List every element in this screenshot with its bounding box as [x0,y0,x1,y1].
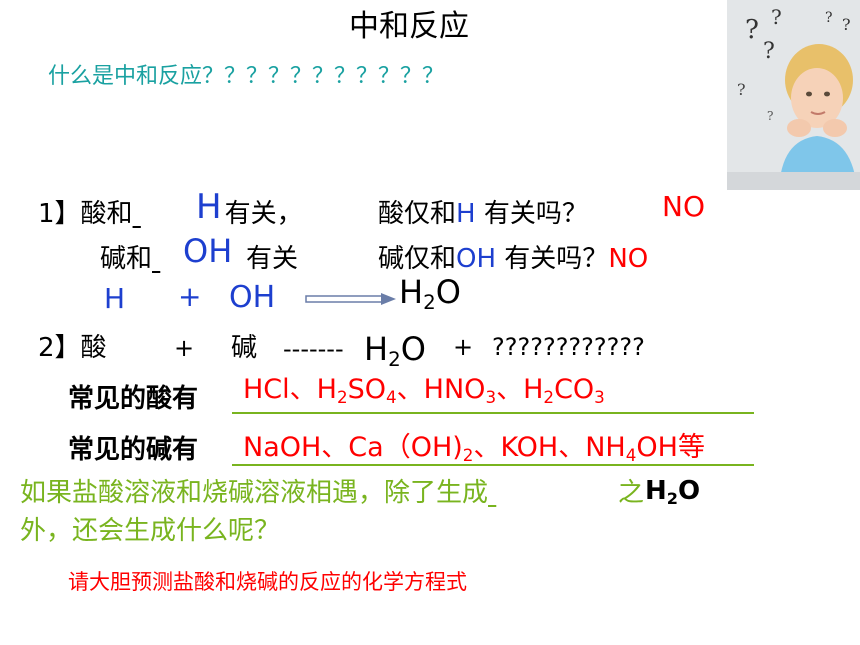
acid-hcl-h: HCl、H [243,374,337,405]
svg-text:?: ? [842,15,851,34]
common-acids-list: HCl、H2SO4、HNO3、H2CO3 [243,376,605,406]
base-oh: OH [636,432,678,463]
svg-text:?: ? [771,5,782,29]
question2-suffix: 之 [618,478,645,508]
base-question-suffix: 有关吗？ [504,244,609,274]
base-etc: 等 [677,432,705,463]
acid-question-prefix: 酸仅和 [378,199,457,229]
base-relation-line: 碱和 有关 [100,246,298,272]
question2-blank [488,480,618,506]
base-answer: NO [608,244,649,274]
question2-blank-answer: H2O [645,478,700,507]
section2-water: H2O [364,333,426,370]
prediction-prompt: 请大胆预测盐酸和烧碱的反应的化学方程式 [68,570,467,594]
acid-sub5: 3 [594,387,605,408]
section1-number: 1】 [38,199,81,229]
acid-prefix: 酸和 [80,199,133,229]
base-koh-nh: 、KOH、NH [473,432,626,463]
base-question: 碱仅和OH 有关吗？NO [378,246,648,272]
reaction-plus: + [178,280,202,313]
acid-hno: 、HNO [396,374,486,405]
reaction-product-h: H [399,273,424,311]
base-prefix: 碱和 [100,244,153,274]
acid-so: SO [347,374,387,405]
page-title: 中和反应 [349,9,469,44]
question2-line1: 如果盐酸溶液和烧碱溶液相遇，除了生成 之 [20,480,644,506]
acid-co: CO [554,374,595,405]
reaction-product-sub: 2 [423,290,436,314]
svg-text:?: ? [825,10,833,26]
reaction-oh: OH [229,280,276,315]
acid-sub2: 4 [386,387,397,408]
common-bases-list: NaOH、Ca（OH)2、KOH、NH4OH等 [243,434,705,464]
svg-text:?: ? [737,80,746,99]
common-acids-label: 常见的酸有 [68,384,199,414]
acid-answer: NO [662,190,705,223]
acid-blank-answer: H [196,187,222,227]
section2-dashes: ------- [283,335,344,363]
reaction-product: H2O [399,276,461,313]
acid-sub1: 2 [336,387,348,408]
base-question-ion: OH [456,244,497,274]
base-sub2: 4 [625,445,637,466]
acid-question-suffix: 有关吗？ [483,199,588,229]
acid-sub4: 2 [543,387,555,408]
child-illustration: ? ? ? ? ? ? ? ? [727,0,860,190]
acid-relation-line: 1】酸和 有关， [38,201,303,227]
acid-question-ion: H [456,199,476,229]
base-suffix: 有关 [246,244,299,274]
section2-plus2: + [453,333,474,361]
section2-plus1: + [174,334,195,362]
base-blank-answer: OH [183,232,233,270]
common-bases-underline [232,464,754,466]
section2-water-sub: 2 [388,347,401,371]
question2-blank-sub: 2 [666,488,678,508]
section2-number: 2】 [38,333,81,363]
svg-text:?: ? [763,39,775,64]
base-naoh-ca: NaOH、Ca（OH) [243,432,463,463]
reaction-h: H [104,282,126,315]
acid-sub3: 3 [485,387,497,408]
question-what-is-neutralization: 什么是中和反应？？？？？？？？？？？ [48,64,445,89]
section2-line: 2】酸 [38,335,107,361]
base-sub1: 2 [462,445,474,466]
section2-unknown: ???????????? [492,333,645,361]
section2-base: 碱 [231,333,258,363]
question2-line2: 外，还会生成什么呢？ [20,516,281,546]
thinking-child-image: ? ? ? ? ? ? ? ? [727,0,860,190]
question2-prefix: 如果盐酸溶液和烧碱溶液相遇，除了生成 [20,478,489,508]
common-acids-underline [232,412,754,414]
common-bases-label: 常见的碱有 [68,435,199,465]
section2-acid: 酸 [80,333,107,363]
question2-blank-o: O [677,476,701,506]
svg-text:?: ? [745,15,759,45]
reaction-product-o: O [435,273,461,311]
section2-water-h: H [364,330,389,368]
base-question-prefix: 碱仅和 [378,244,457,274]
section2-water-o: O [400,330,426,368]
svg-text:?: ? [767,109,773,123]
reaction-arrow-icon [305,293,396,305]
acid-question: 酸仅和H 有关吗？ [378,201,588,227]
question2-blank-h: H [645,476,667,506]
acid-suffix: 有关， [224,199,303,229]
acid-h: 、H [496,374,544,405]
